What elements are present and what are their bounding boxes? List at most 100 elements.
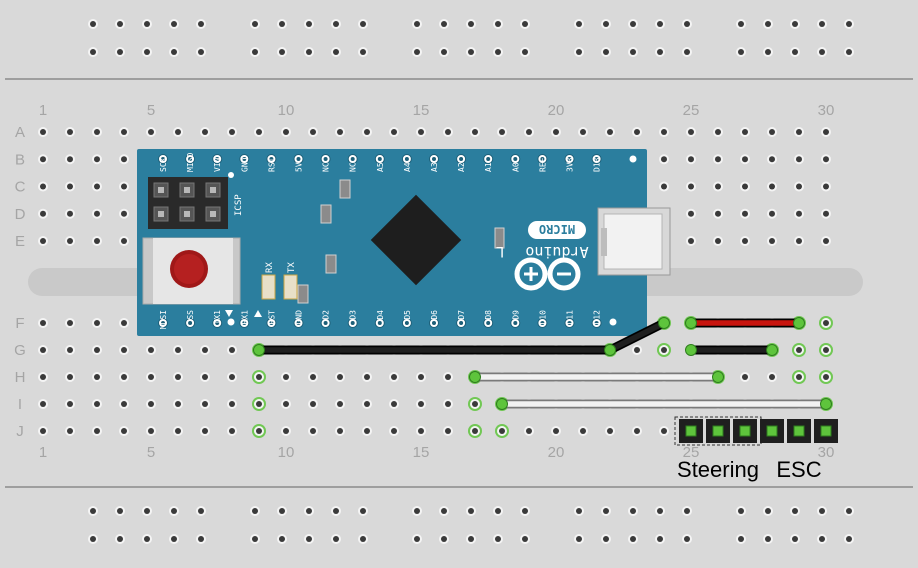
hole-A6[interactable] <box>173 127 183 137</box>
hole-I9[interactable] <box>252 397 266 411</box>
rail-hole[interactable] <box>601 534 611 544</box>
rail-hole[interactable] <box>736 47 746 57</box>
hole-G2[interactable] <box>65 345 75 355</box>
rail-hole[interactable] <box>601 506 611 516</box>
rail-hole[interactable] <box>817 47 827 57</box>
hole-I17[interactable] <box>468 397 482 411</box>
hole-G30[interactable] <box>819 343 833 357</box>
hole-B25[interactable] <box>686 154 696 165</box>
hole-G7[interactable] <box>200 345 210 355</box>
hole-A18[interactable] <box>497 127 507 137</box>
rail-hole[interactable] <box>493 47 503 57</box>
hole-G23[interactable] <box>632 345 642 355</box>
rail-hole[interactable] <box>817 534 827 544</box>
hole-I10[interactable] <box>281 399 291 409</box>
hole-I2[interactable] <box>65 399 75 409</box>
rail-hole[interactable] <box>142 19 152 29</box>
rail-hole[interactable] <box>304 47 314 57</box>
jumper-wire[interactable] <box>685 317 805 329</box>
hole-G4[interactable] <box>119 345 129 355</box>
rail-hole[interactable] <box>277 534 287 544</box>
hole-B29[interactable] <box>794 154 804 165</box>
rail-hole[interactable] <box>628 47 638 57</box>
rail-hole[interactable] <box>682 534 692 544</box>
hole-H27[interactable] <box>740 372 750 382</box>
rail-hole[interactable] <box>736 19 746 29</box>
hole-J13[interactable] <box>362 426 372 436</box>
hole-I8[interactable] <box>227 399 237 409</box>
hole-A20[interactable] <box>551 127 561 137</box>
hole-J23[interactable] <box>632 426 642 436</box>
hole-H29[interactable] <box>792 370 806 384</box>
hole-J6[interactable] <box>173 426 183 436</box>
hole-J1[interactable] <box>38 426 48 436</box>
rail-hole[interactable] <box>844 506 854 516</box>
rail-hole[interactable] <box>250 47 260 57</box>
rail-hole[interactable] <box>196 506 206 516</box>
rail-hole[interactable] <box>439 47 449 57</box>
hole-I6[interactable] <box>173 399 183 409</box>
rail-hole[interactable] <box>88 506 98 516</box>
hole-A10[interactable] <box>281 127 291 137</box>
rail-hole[interactable] <box>655 534 665 544</box>
hole-A3[interactable] <box>92 127 102 137</box>
hole-A26[interactable] <box>713 127 723 137</box>
hole-H2[interactable] <box>65 372 75 382</box>
hole-D29[interactable] <box>794 208 804 219</box>
hole-J12[interactable] <box>335 426 345 436</box>
rail-hole[interactable] <box>331 534 341 544</box>
hole-J22[interactable] <box>605 426 615 436</box>
hole-C3[interactable] <box>92 181 102 192</box>
rail-hole[interactable] <box>790 19 800 29</box>
hole-F4[interactable] <box>119 318 129 328</box>
hole-E27[interactable] <box>740 236 750 246</box>
hole-E1[interactable] <box>38 236 48 246</box>
rail-hole[interactable] <box>277 47 287 57</box>
rail-hole[interactable] <box>466 19 476 29</box>
hole-J15[interactable] <box>416 426 426 436</box>
hole-E25[interactable] <box>686 236 696 246</box>
rail-hole[interactable] <box>196 19 206 29</box>
hole-C28[interactable] <box>767 181 777 192</box>
hole-D27[interactable] <box>740 208 750 219</box>
hole-H8[interactable] <box>227 372 237 382</box>
hole-A29[interactable] <box>794 127 804 137</box>
hole-H16[interactable] <box>443 372 453 382</box>
rail-hole[interactable] <box>412 534 422 544</box>
hole-D25[interactable] <box>686 208 696 219</box>
hole-J18[interactable] <box>495 424 509 438</box>
hole-G1[interactable] <box>38 345 48 355</box>
rail-hole[interactable] <box>736 506 746 516</box>
hole-A11[interactable] <box>308 127 318 137</box>
rail-hole[interactable] <box>601 19 611 29</box>
hole-B2[interactable] <box>65 154 75 165</box>
hole-D4[interactable] <box>119 208 129 219</box>
hole-I13[interactable] <box>362 399 372 409</box>
hole-A1[interactable] <box>38 127 48 137</box>
rail-hole[interactable] <box>655 506 665 516</box>
rail-hole[interactable] <box>88 47 98 57</box>
rail-hole[interactable] <box>574 506 584 516</box>
rail-hole[interactable] <box>439 534 449 544</box>
rail-hole[interactable] <box>817 19 827 29</box>
hole-D2[interactable] <box>65 208 75 219</box>
hole-J7[interactable] <box>200 426 210 436</box>
hole-E28[interactable] <box>767 236 777 246</box>
rail-hole[interactable] <box>169 506 179 516</box>
rail-hole[interactable] <box>88 534 98 544</box>
hole-H28[interactable] <box>767 372 777 382</box>
rail-hole[interactable] <box>115 506 125 516</box>
hole-A28[interactable] <box>767 127 777 137</box>
rail-hole[interactable] <box>574 19 584 29</box>
rail-hole[interactable] <box>169 534 179 544</box>
rail-hole[interactable] <box>655 47 665 57</box>
rail-hole[interactable] <box>331 19 341 29</box>
hole-I16[interactable] <box>443 399 453 409</box>
hole-B24[interactable] <box>659 154 669 165</box>
hole-H6[interactable] <box>173 372 183 382</box>
hole-A21[interactable] <box>578 127 588 137</box>
hole-J14[interactable] <box>389 426 399 436</box>
hole-D26[interactable] <box>713 208 723 219</box>
hole-J8[interactable] <box>227 426 237 436</box>
arduino-micro-board[interactable]: SCKMOSIMISOSSVINTX1GNDRX1RSTRST5VGNDNCD2… <box>137 149 671 336</box>
